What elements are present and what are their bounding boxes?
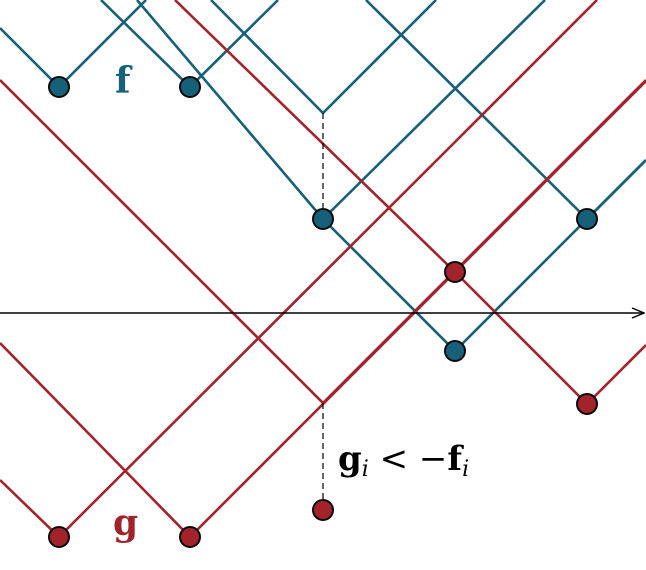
g-node	[576, 393, 598, 415]
g-curve-3	[0, 0, 598, 539]
f-node	[179, 76, 201, 98]
g-node	[444, 261, 466, 283]
inequality-label: gi < −fi	[338, 439, 469, 482]
f-curve-6	[322, 0, 546, 220]
g-label: g	[113, 502, 138, 544]
g-node	[312, 499, 334, 521]
f-node	[576, 208, 598, 230]
f-curve-3	[210, 0, 437, 115]
f-curve-5	[365, 0, 646, 221]
f-node	[444, 340, 466, 362]
g-curve-4	[174, 0, 646, 406]
g-node	[179, 526, 201, 548]
inequality-g-subscript: i	[362, 457, 369, 482]
f-node	[312, 208, 334, 230]
inequality-g: g	[338, 439, 362, 479]
f-node	[48, 76, 70, 98]
inequality-operator: < −	[369, 439, 448, 479]
g-nodes	[48, 261, 598, 548]
g-node	[48, 526, 70, 548]
inequality-f: f	[447, 439, 464, 479]
f-label: f	[115, 60, 133, 102]
f-curve-4	[136, 0, 646, 353]
inequality-f-subscript: i	[462, 457, 469, 482]
f-nodes	[48, 76, 598, 362]
